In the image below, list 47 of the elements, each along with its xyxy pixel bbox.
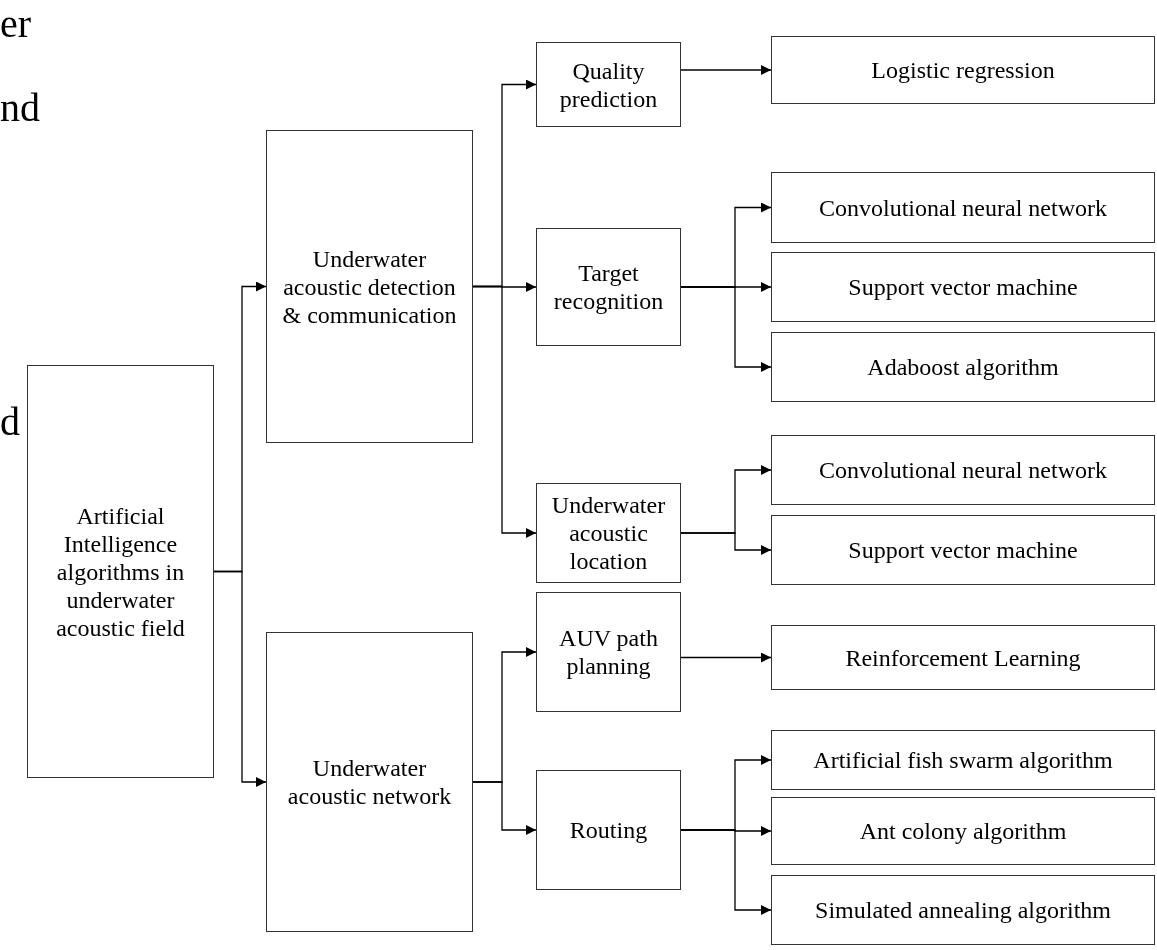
text-fragment: d — [0, 400, 20, 444]
box-label: Reinforcement Learning — [845, 643, 1081, 672]
process-box — [771, 435, 1155, 505]
process-box — [771, 36, 1155, 104]
box-label: Convolutional neural network — [819, 456, 1107, 484]
process-box — [771, 625, 1155, 690]
process-box — [771, 797, 1155, 865]
box-label: Support vector machine — [848, 536, 1078, 564]
text-fragment: er — [0, 2, 32, 46]
process-box — [771, 875, 1155, 945]
process-box — [536, 42, 681, 127]
box-label: Simulated annealing algorithm — [815, 896, 1111, 924]
text-fragment: nd — [0, 86, 40, 130]
box-label: Convolutional neural network — [819, 193, 1107, 222]
box-label: Ant colony algorithm — [859, 817, 1067, 845]
process-box — [771, 172, 1155, 243]
process-box — [771, 730, 1155, 790]
arrow — [680, 286, 772, 372]
box-label: Support vector machine — [848, 273, 1078, 301]
process-box — [536, 228, 681, 346]
process-box — [266, 632, 473, 932]
box-label: Underwater acoustic detection & communication — [281, 244, 458, 329]
arrow — [680, 652, 772, 663]
process-box — [771, 252, 1155, 322]
box-label: Artificial Intelligence algorithms in underwater acoustic field — [55, 501, 186, 642]
box-label: Underwater acoustic network — [286, 754, 453, 810]
box-label: Artificial fish swarm algorithm — [813, 746, 1113, 774]
process-box — [536, 592, 681, 712]
process-box — [536, 483, 681, 583]
process-box — [771, 332, 1155, 402]
arrow — [680, 829, 772, 915]
process-box — [536, 770, 681, 890]
process-box — [27, 365, 214, 778]
arrow — [680, 532, 772, 555]
process-box — [266, 130, 473, 443]
box-label: Routing — [569, 816, 648, 844]
box-label: Target recognition — [552, 259, 665, 315]
process-box — [771, 515, 1155, 585]
arrow — [472, 781, 537, 835]
box-label: Quality prediction — [558, 56, 659, 113]
arrow — [680, 65, 772, 75]
box-label: Adaboost algorithm — [867, 353, 1059, 381]
box-label: AUV path planning — [558, 624, 659, 680]
arrow — [213, 570, 267, 787]
arrow — [472, 285, 537, 538]
box-label: Underwater acoustic location — [550, 491, 667, 575]
box-label: Logistic regression — [871, 56, 1055, 84]
